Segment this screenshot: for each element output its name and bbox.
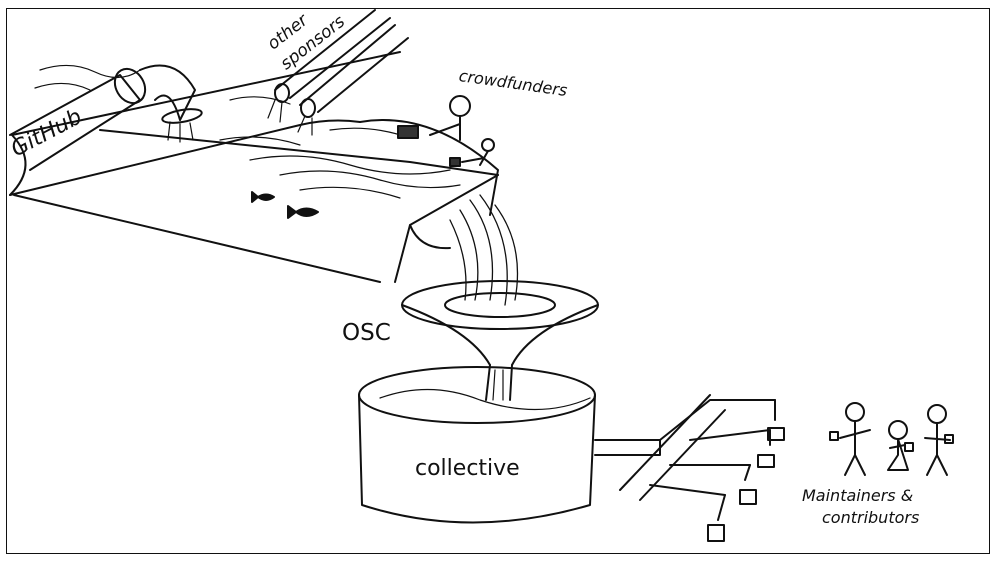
crowdfunder-figures — [397, 95, 495, 167]
fish-icons — [251, 191, 319, 219]
sponsor-pipes — [267, 9, 409, 136]
osc-funnel — [401, 280, 599, 401]
distribution-pipes — [619, 394, 785, 542]
osc-label: OSC — [342, 320, 391, 346]
falling-water — [449, 194, 519, 306]
maintainers-label-line2: contributors — [822, 508, 920, 527]
github-pipe — [9, 64, 203, 171]
collective-pot — [358, 366, 661, 524]
water-chute — [9, 51, 499, 283]
maintainer-figures — [829, 402, 954, 476]
maintainers-label-line1: Maintainers & — [802, 486, 914, 505]
collective-label: collective — [415, 456, 520, 481]
